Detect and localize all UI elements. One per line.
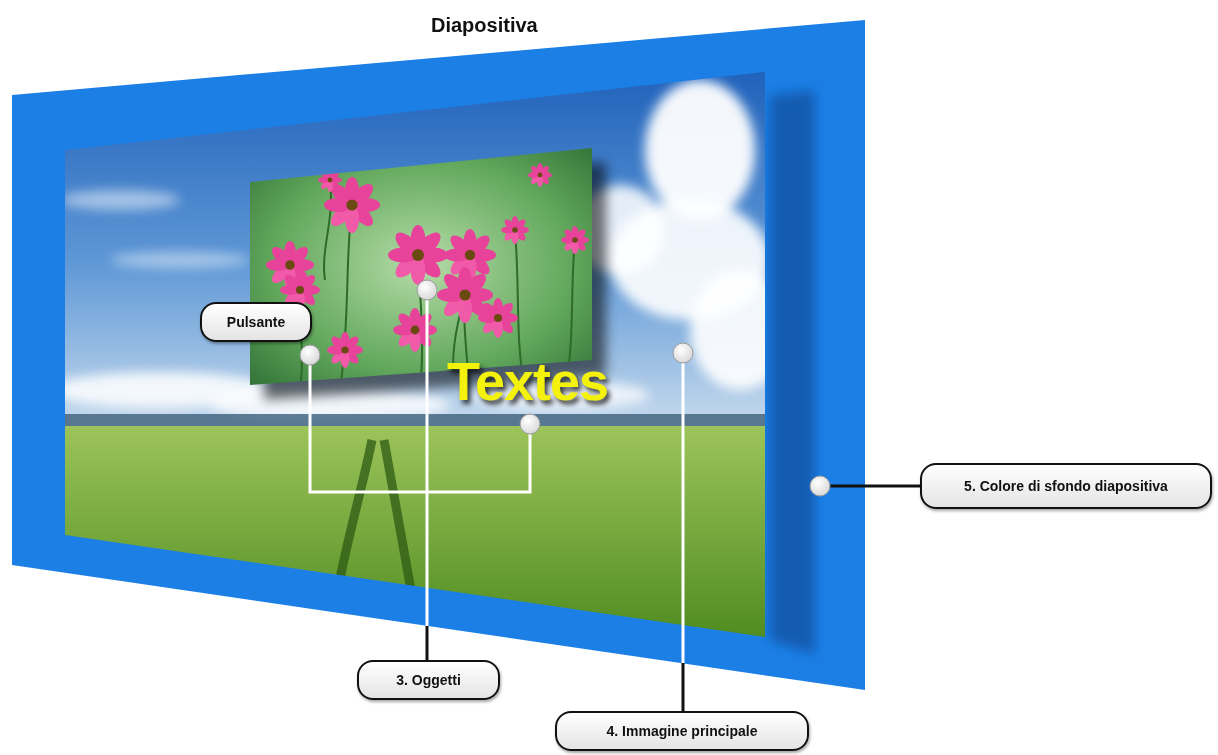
horizon	[60, 414, 770, 428]
objects-leader	[426, 290, 429, 626]
field-track	[330, 440, 372, 640]
slide-background	[12, 20, 865, 690]
image-leader	[682, 353, 685, 663]
callout-dot	[417, 280, 437, 300]
callout-dot	[673, 343, 693, 363]
landscape-image	[50, 60, 790, 646]
clouds	[50, 80, 790, 421]
callout-label: 3. Oggetti	[396, 672, 461, 688]
photo-shadow	[770, 90, 815, 655]
objects-leader	[426, 626, 429, 660]
callout-label: Pulsante	[227, 314, 285, 330]
callout-label: 4. Immagine principale	[607, 723, 758, 739]
callout-box: 4. Immagine principale	[555, 711, 809, 751]
background-leader	[820, 485, 922, 488]
callout-dot	[300, 345, 320, 365]
leader-lines-outside	[427, 486, 922, 712]
callout-label: 5. Colore di sfondo diapositiva	[964, 478, 1168, 494]
callout-box: 5. Colore di sfondo diapositiva	[920, 463, 1212, 509]
leader-lines	[310, 290, 683, 663]
callout-box: 3. Oggetti	[357, 660, 500, 700]
image-leader	[682, 663, 685, 712]
slide-text: Textes	[447, 350, 608, 412]
callout-dots	[300, 280, 830, 496]
callout-dot	[520, 414, 540, 434]
callout-dot	[810, 476, 830, 496]
field-track	[384, 440, 420, 640]
grass-field	[60, 426, 770, 646]
callout-box: Pulsante	[200, 302, 312, 342]
diagram-title: Diapositiva	[431, 14, 538, 37]
